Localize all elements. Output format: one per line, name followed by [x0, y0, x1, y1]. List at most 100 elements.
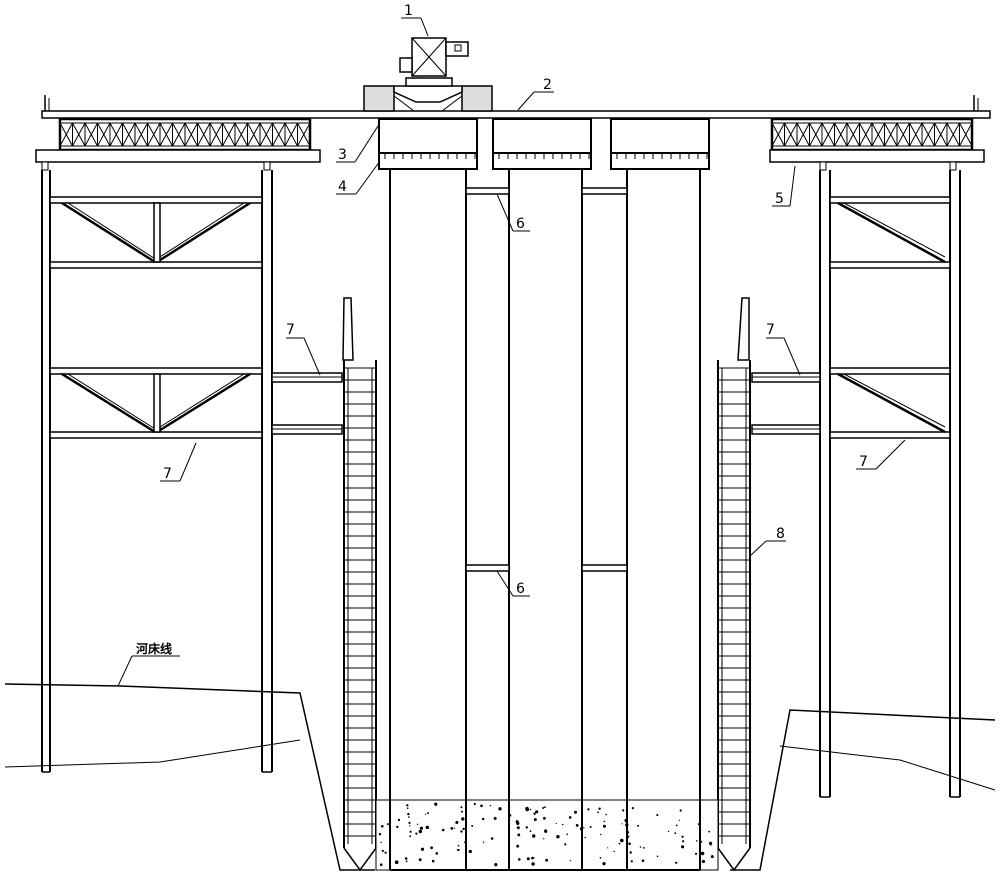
concrete-speckle	[436, 852, 439, 855]
concrete-speckle	[442, 829, 445, 832]
label-5: 5	[775, 191, 784, 207]
concrete-speckle	[461, 817, 464, 820]
concrete-speckle	[530, 809, 531, 810]
concrete-speckle	[382, 850, 384, 852]
concrete-speckle	[711, 855, 714, 858]
concrete-speckle	[590, 826, 592, 828]
concrete-speckle	[604, 821, 606, 823]
concrete-speckle	[405, 857, 408, 860]
concrete-speckle	[379, 833, 381, 835]
right-caisson-wall	[718, 298, 750, 870]
concrete-speckle	[517, 826, 520, 829]
concrete-speckle	[600, 834, 601, 835]
concrete-speckle	[607, 847, 608, 848]
concrete-speckle	[471, 825, 473, 827]
label-8: 8	[776, 526, 785, 542]
concrete-speckle	[643, 847, 645, 849]
concrete-speckle	[409, 835, 411, 837]
concrete-speckle	[682, 836, 684, 838]
label-1: 1	[404, 3, 413, 19]
concrete-speckle	[628, 842, 631, 845]
concrete-speckle	[597, 812, 599, 814]
concrete-speckle	[619, 843, 621, 845]
concrete-speckle	[430, 846, 433, 849]
concrete-speckle	[426, 826, 429, 829]
concrete-speckle	[679, 820, 680, 821]
concrete-speckle	[569, 816, 572, 819]
concrete-speckle	[425, 814, 426, 815]
concrete-speckle	[576, 824, 579, 827]
concrete-speckle	[408, 822, 410, 824]
label-3: 3	[338, 147, 347, 163]
concrete-speckle	[622, 823, 623, 824]
concrete-speckle	[574, 811, 577, 814]
concrete-speckle	[656, 814, 658, 816]
concrete-speckle	[556, 835, 559, 838]
concrete-speckle	[406, 804, 408, 806]
concrete-speckle	[564, 843, 566, 845]
concrete-speckle	[408, 816, 410, 818]
concrete-speckle	[637, 825, 639, 827]
concrete-speckle	[460, 830, 462, 832]
left-caisson-wall	[343, 298, 376, 870]
label-6-lower: 6	[516, 581, 525, 597]
concrete-speckle	[490, 805, 491, 806]
concrete-speckle	[463, 828, 465, 830]
label-7-right-lower: 7	[859, 454, 868, 470]
concrete-speckle	[668, 831, 669, 832]
concrete-speckle	[491, 837, 494, 840]
concrete-speckle	[461, 811, 463, 813]
concrete-speckle	[545, 859, 548, 862]
concrete-speckle	[525, 807, 529, 811]
concrete-speckle	[417, 824, 418, 825]
callouts: 1 2 3 4 5 6 6 7 7 7	[118, 3, 905, 686]
concrete-speckle	[542, 807, 544, 809]
label-4: 4	[338, 179, 347, 195]
concrete-speckle	[516, 822, 519, 825]
concrete-speckle	[457, 849, 459, 851]
concrete-speckle	[458, 845, 460, 847]
concrete-speckle	[631, 860, 633, 862]
concrete-speckle	[602, 862, 605, 865]
concrete-speckle	[409, 825, 410, 826]
concrete-speckle	[642, 859, 645, 862]
concrete-speckle	[696, 840, 698, 842]
concrete-speckle	[674, 832, 676, 834]
concrete-speckle	[598, 808, 600, 810]
concrete-speckle	[419, 830, 422, 833]
concrete-speckle	[556, 823, 557, 824]
concrete-speckle	[483, 842, 484, 843]
concrete-speckle	[657, 856, 659, 858]
concrete-speckle	[381, 842, 382, 843]
label-riverbed: 河床线	[135, 641, 172, 656]
concrete-speckle	[530, 830, 532, 832]
concrete-speckle	[494, 817, 497, 820]
crane	[364, 38, 492, 111]
concrete-speckle	[695, 853, 697, 855]
concrete-speckle	[632, 807, 634, 809]
concrete-speckle	[387, 823, 389, 825]
concrete-speckle	[398, 819, 400, 821]
top-deck	[42, 95, 990, 118]
concrete-speckle	[562, 824, 564, 826]
concrete-speckle	[498, 807, 501, 810]
concrete-speckle	[518, 858, 521, 861]
concrete-speckle	[585, 837, 586, 838]
concrete-speckle	[675, 862, 677, 864]
concrete-speckle	[613, 851, 614, 852]
concrete-speckle	[406, 861, 408, 863]
concrete-speckle	[681, 845, 684, 848]
concrete-speckle	[676, 825, 678, 827]
concrete-speckle	[533, 813, 535, 815]
concrete-speckle	[680, 809, 682, 811]
right-truss-girder	[770, 119, 984, 162]
concrete-speckle	[543, 838, 544, 839]
concrete-speckle	[533, 857, 534, 858]
concrete-plug	[376, 800, 718, 870]
concrete-speckle	[622, 809, 624, 811]
concrete-speckle	[381, 825, 384, 828]
concrete-speckle	[710, 844, 712, 846]
concrete-speckle	[407, 807, 409, 809]
label-2: 2	[543, 77, 552, 93]
